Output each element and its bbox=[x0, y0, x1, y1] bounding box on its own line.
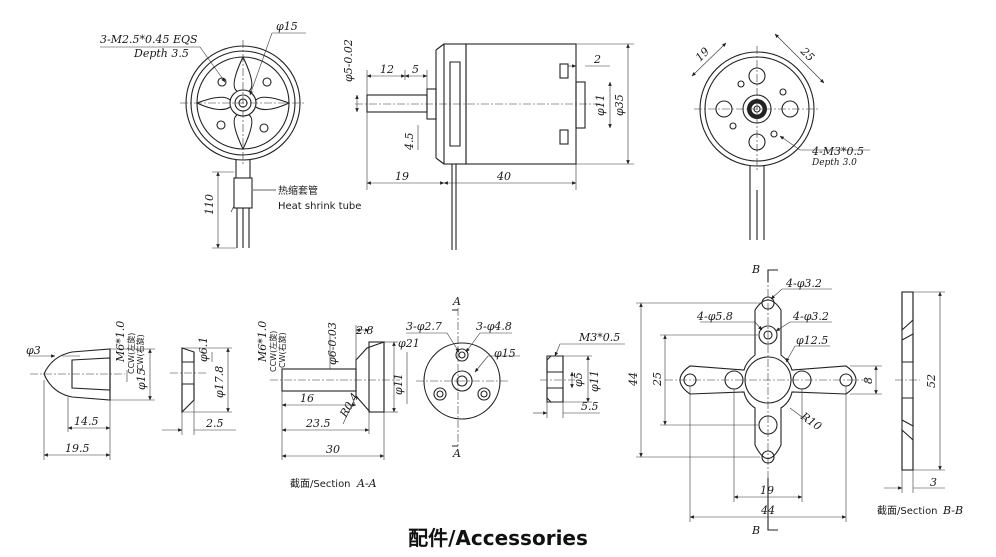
section-d52: 52 bbox=[925, 374, 938, 388]
motor-front-view: 3-M2.5*0.45 EQS Depth 3.5 φ15 110 热缩套管 H… bbox=[100, 20, 361, 249]
adapter-d11: φ11 bbox=[392, 373, 405, 395]
motor-side-view: φ5-0.02 12 5 2 φ11 φ35 4.5 19 40 bbox=[342, 39, 634, 250]
mount-holes-inner: 4-φ3.2 bbox=[792, 310, 829, 323]
washer-d178: φ17.8 bbox=[213, 366, 226, 398]
mount-d19: 19 bbox=[760, 484, 774, 497]
adapter-d6: φ6-0.03 bbox=[326, 322, 339, 365]
adapter-holes-small: 3-φ2.7 bbox=[406, 320, 442, 333]
section-b-caption: 截面/Section bbox=[877, 504, 938, 517]
section-a-letters: A-A bbox=[356, 477, 377, 490]
motor-front-depth: Depth 3.5 bbox=[133, 47, 189, 60]
side-d40: 40 bbox=[496, 170, 511, 183]
side-d12: 12 bbox=[380, 63, 394, 76]
rear-thread: 4-M3*0.5 bbox=[811, 145, 864, 158]
mount-d8: 8 bbox=[862, 377, 875, 384]
section-a-top: A bbox=[452, 295, 461, 308]
section-b-bottom: B bbox=[751, 524, 760, 537]
rear-d25: 25 bbox=[797, 44, 817, 64]
collar-thread: M3*0.5 bbox=[578, 331, 620, 344]
motor-rear-view: 19 25 4-M3*0.5 Depth 3.0 bbox=[691, 33, 870, 240]
heat-shrink-cn: 热缩套管 bbox=[278, 184, 318, 197]
washer-d25: 2.5 bbox=[205, 417, 224, 430]
nut-d195: 19.5 bbox=[65, 442, 90, 455]
adapter-d235: 23.5 bbox=[305, 417, 331, 430]
side-d11: φ11 bbox=[594, 94, 607, 116]
mount-r10: R10 bbox=[797, 409, 824, 433]
collar-d55: 5.5 bbox=[581, 400, 599, 413]
adapter-d30: 30 bbox=[326, 443, 340, 456]
adapter-front-view: A A 3-φ2.7 3-φ4.8 φ15 bbox=[406, 295, 520, 460]
adapter-d21: φ21 bbox=[398, 337, 420, 350]
side-d19: 19 bbox=[395, 170, 409, 183]
page-title: 配件/Accessories bbox=[408, 526, 588, 550]
adapter-holes-large: 3-φ4.8 bbox=[476, 320, 512, 333]
mount-d25: 25 bbox=[651, 372, 664, 387]
motor-front-dia: φ15 bbox=[276, 20, 298, 33]
adapter-front-d15: φ15 bbox=[494, 347, 516, 360]
adapter-d16: 16 bbox=[300, 392, 314, 405]
heat-shrink-en: Heat shrink tube bbox=[278, 201, 361, 212]
adapter-r04: R0.4 bbox=[337, 391, 362, 421]
mount-section-view: 52 3 截面/Section B-B bbox=[877, 291, 963, 517]
side-d2: 2 bbox=[593, 53, 601, 66]
nut-d145: 14.5 bbox=[74, 415, 99, 428]
nut-cw: CW(右旋) bbox=[135, 334, 145, 370]
section-a-bottom: A bbox=[452, 447, 461, 460]
collar-d5: φ5 bbox=[572, 372, 585, 387]
collar-d11: φ11 bbox=[588, 370, 601, 392]
prop-nut-view: φ3 M6*1.0 CCW(左旋) CW(右旋) φ15 14.5 19.5 bbox=[26, 321, 155, 460]
nut-d15: φ15 bbox=[135, 368, 148, 390]
side-d5: 5 bbox=[412, 63, 419, 76]
mount-d44h: 44 bbox=[760, 504, 775, 517]
rear-d19: 19 bbox=[693, 45, 712, 64]
rear-depth: Depth 3.0 bbox=[811, 158, 857, 168]
mount-d125: φ12.5 bbox=[796, 334, 828, 347]
prop-adapter-section: M6*1.0 CCW(左旋) CW(右旋) φ6-0.03 2.8 φ21 φ1… bbox=[256, 321, 420, 490]
collar-view: M3*0.5 φ5 φ11 5.5 bbox=[533, 331, 625, 418]
motor-front-thread: 3-M2.5*0.45 EQS bbox=[100, 33, 198, 46]
side-d35: φ35 bbox=[613, 94, 626, 116]
section-b-letters: B-B bbox=[942, 504, 963, 517]
mount-d44v: 44 bbox=[627, 372, 640, 387]
nut-d3: φ3 bbox=[26, 344, 41, 357]
nut-ccw: CCW(左旋) bbox=[126, 333, 136, 374]
mount-holes-mid: 4-φ5.8 bbox=[696, 310, 733, 323]
shaft-dia: φ5-0.02 bbox=[342, 39, 355, 82]
section-d3: 3 bbox=[930, 476, 937, 489]
motor-front-lead-length: 110 bbox=[203, 194, 216, 215]
adapter-cw: CW(右旋) bbox=[277, 332, 287, 368]
adapter-d28: 2.8 bbox=[355, 324, 374, 337]
nut-thread: M6*1.0 bbox=[114, 321, 127, 363]
mount-holes-top: 4-φ3.2 bbox=[785, 277, 822, 290]
section-b-top: B bbox=[751, 263, 760, 276]
side-d45: 4.5 bbox=[403, 133, 416, 152]
washer-d61: φ6.1 bbox=[197, 337, 210, 362]
cross-mount-view: B B 4-φ3.2 4-φ5.8 4-φ3.2 φ12.5 44 25 8 R… bbox=[627, 263, 882, 537]
washer-view: φ6.1 φ17.8 2.5 bbox=[162, 337, 236, 435]
section-a-caption: 截面/Section bbox=[290, 477, 351, 490]
adapter-ccw: CCW(左旋) bbox=[268, 331, 278, 372]
adapter-thread: M6*1.0 bbox=[256, 321, 269, 363]
